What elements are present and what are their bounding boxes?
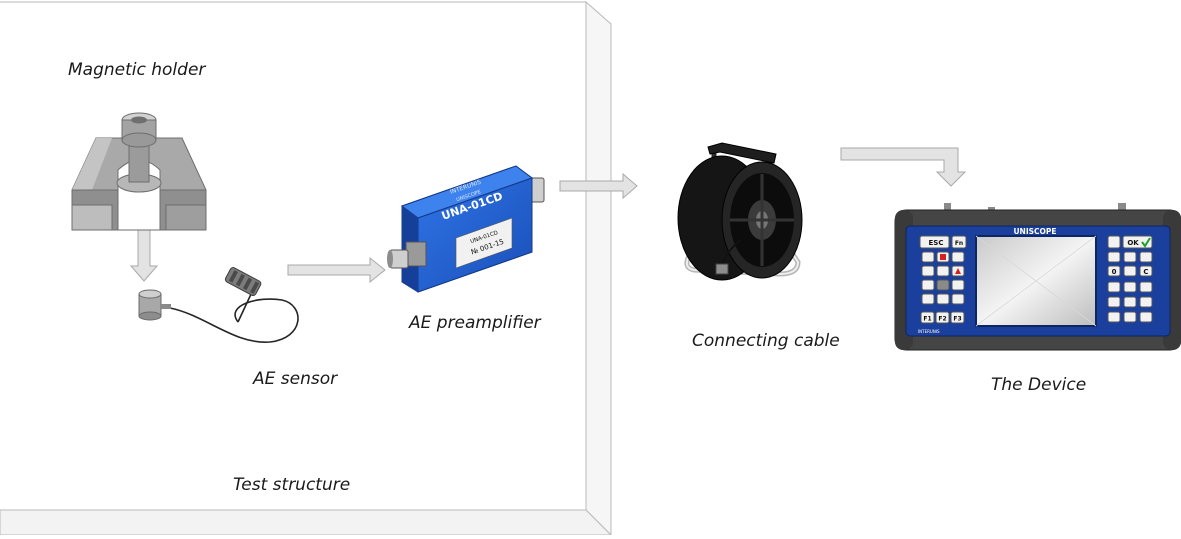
device-left-keypad xyxy=(921,251,965,305)
device-key-esc-label: ESC xyxy=(929,239,944,247)
arrow-holder-to-sensor xyxy=(129,225,159,282)
ae-sensor-illustration xyxy=(138,267,299,343)
label-connecting-cable: Connecting cable xyxy=(692,331,840,351)
label-test-structure: Test structure xyxy=(233,475,351,495)
cable-reel-illustration xyxy=(677,142,803,281)
arrow-sensor-to-preamp xyxy=(287,256,386,284)
device-right-keypad xyxy=(1107,251,1153,323)
test-structure-slab xyxy=(0,0,613,537)
ae-preamplifier-illustration: INTERUNIS UNISCOPE UNA-01CD UNA-01CD № 0… xyxy=(387,165,545,293)
label-ae-preamplifier: AE preamplifier xyxy=(409,313,541,333)
device-key-zero-label: 0 xyxy=(1112,268,1117,276)
magnetic-holder-illustration xyxy=(71,112,207,231)
label-ae-sensor: AE sensor xyxy=(253,369,338,389)
device-footer-brand: INTERUNIS xyxy=(918,329,940,334)
device-illustration: UNISCOPE ESC Fn F1 F2 xyxy=(894,203,1181,351)
label-the-device: The Device xyxy=(991,375,1087,395)
device-key-f2 xyxy=(935,311,950,324)
label-magnetic-holder: Magnetic holder xyxy=(68,60,206,80)
device-key-fn xyxy=(951,235,967,249)
device-key-esc xyxy=(919,235,950,249)
device-key-f1 xyxy=(920,311,935,324)
device-key-fn-label: Fn xyxy=(955,240,963,247)
device-key-ok-label: OK xyxy=(1127,239,1139,247)
device-key-clear-label: C xyxy=(1143,268,1148,276)
device-key-f1-label: F1 xyxy=(923,316,931,323)
arrow-cable-to-device xyxy=(840,147,967,187)
arrow-preamp-to-cable xyxy=(559,172,638,200)
device-brand-text: UNISCOPE xyxy=(1013,227,1056,236)
device-key-f3-label: F3 xyxy=(953,316,961,323)
device-key-f2-label: F2 xyxy=(938,316,946,323)
device-key-f3 xyxy=(950,311,965,324)
